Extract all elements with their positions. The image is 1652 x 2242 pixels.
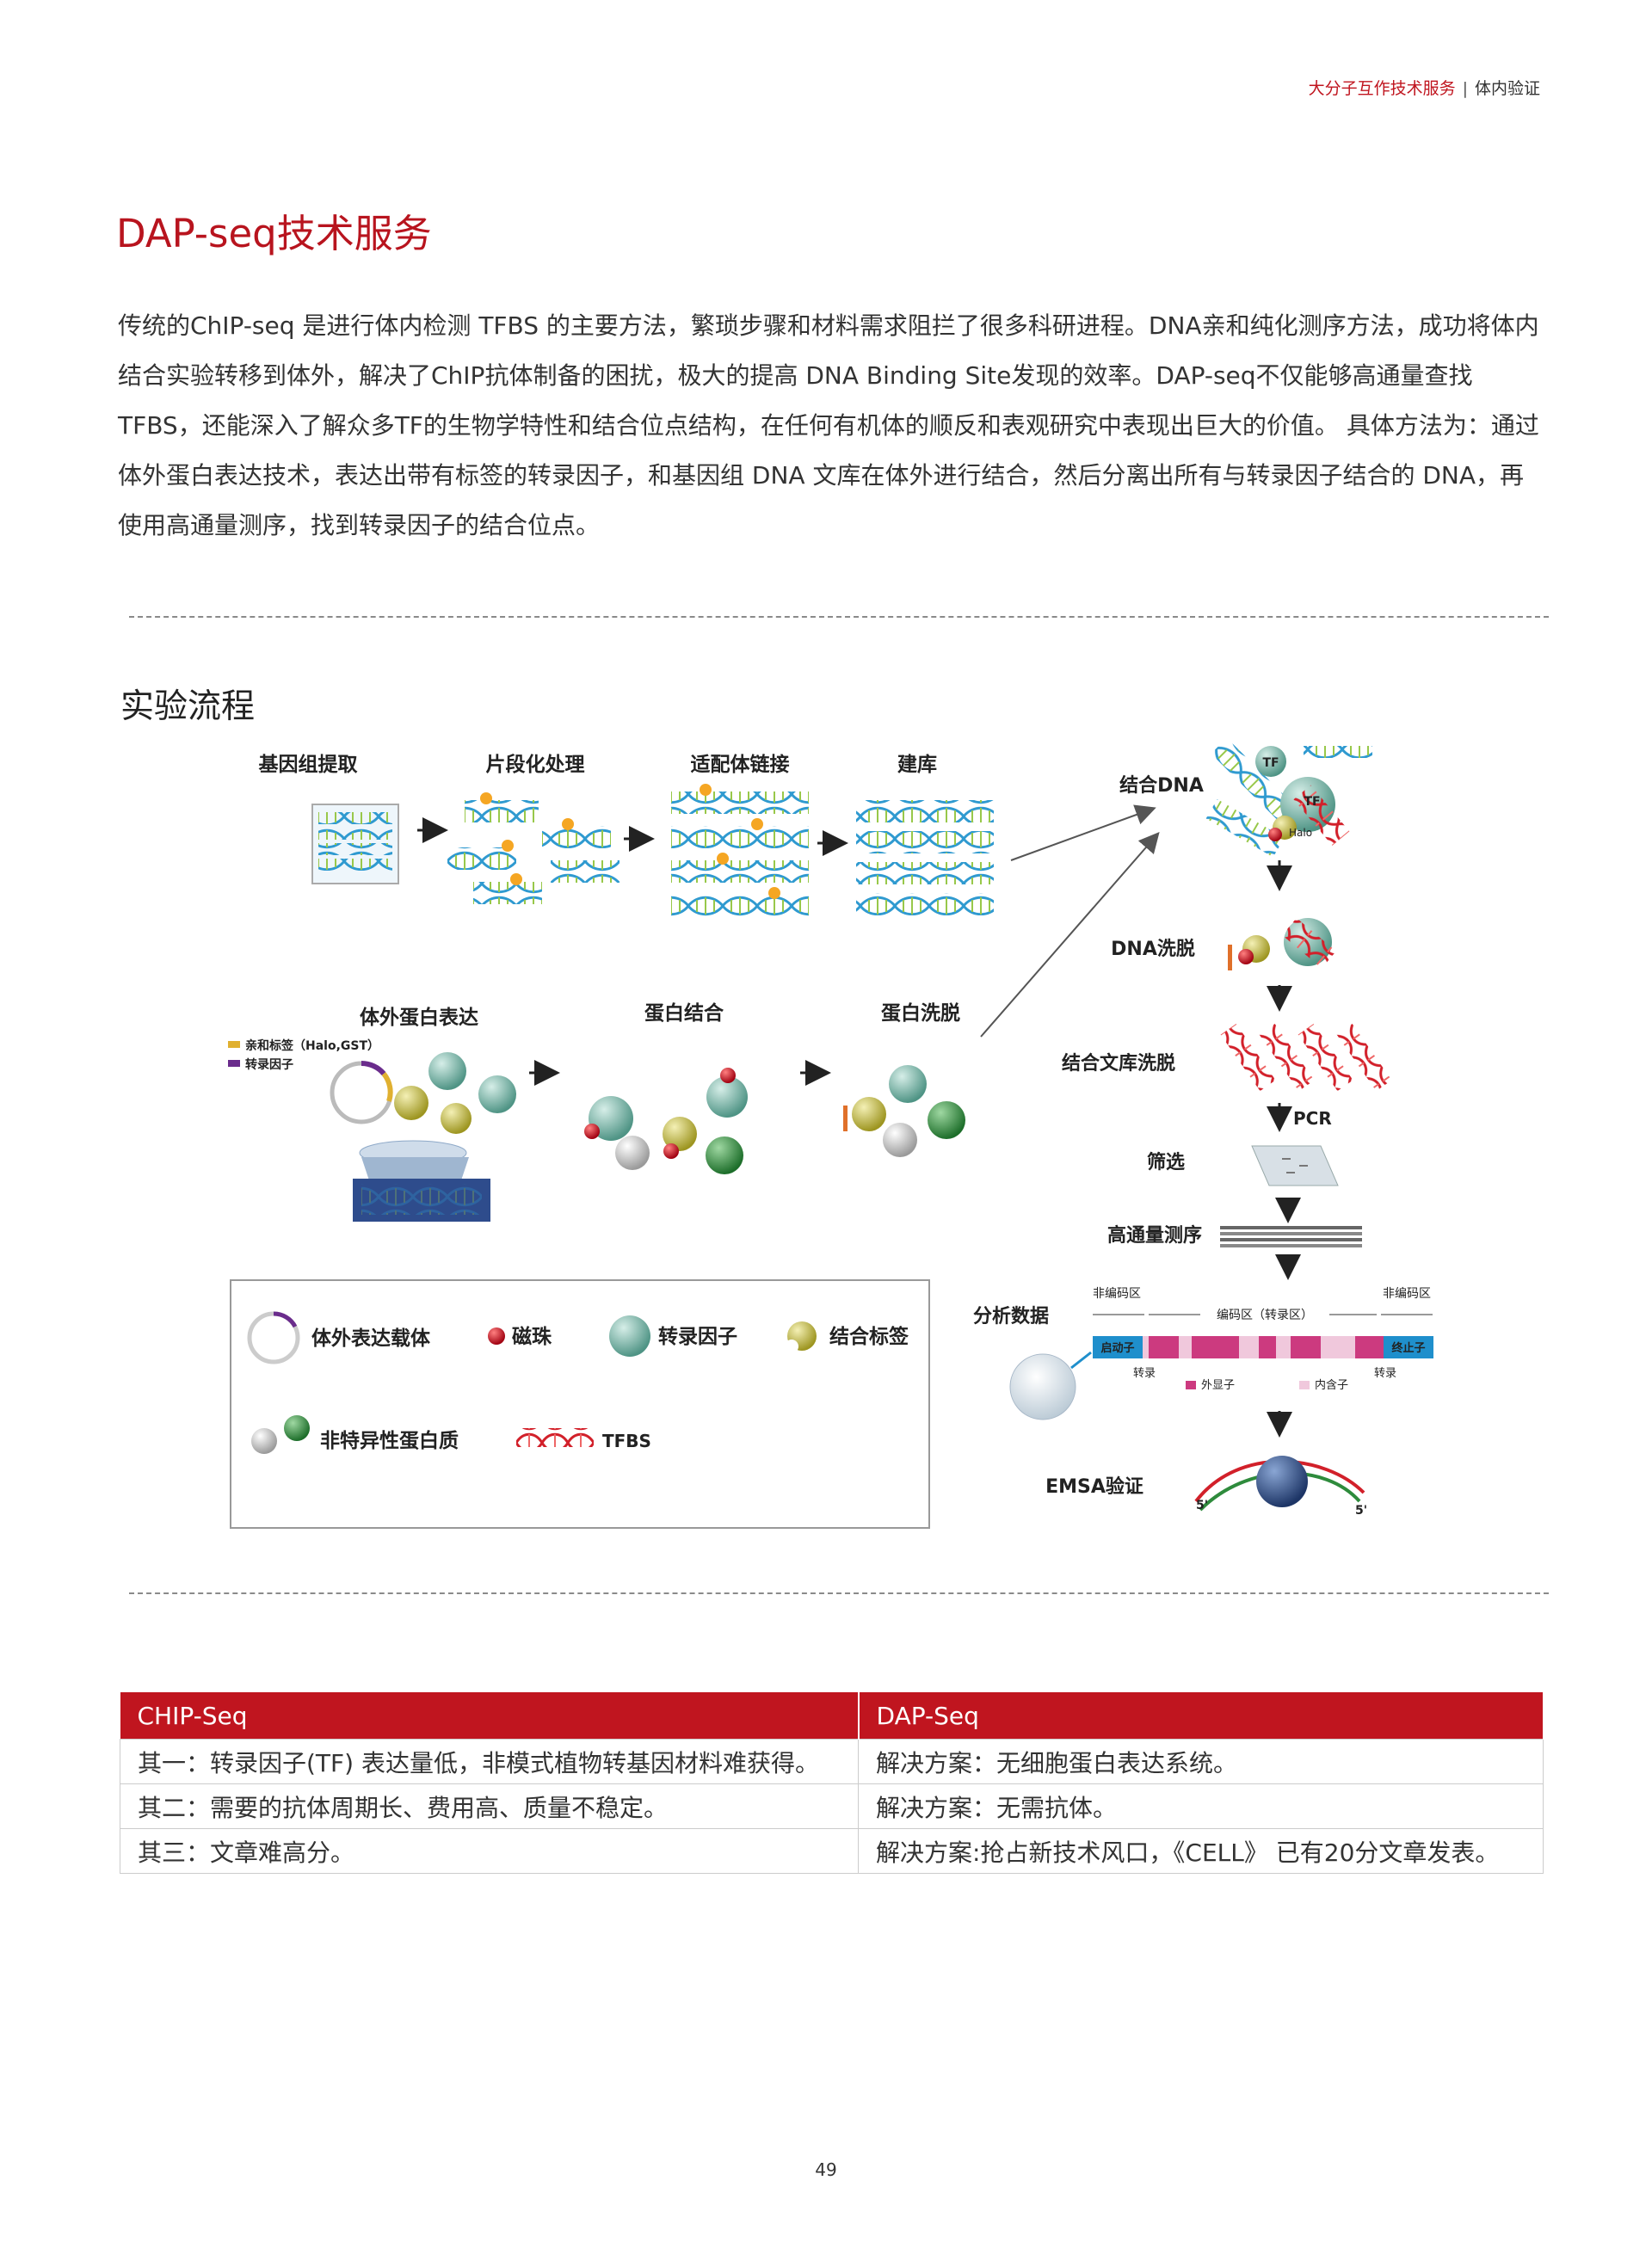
tfbs-icon <box>516 1428 594 1447</box>
step-label-emsa: EMSA验证 <box>1045 1475 1143 1498</box>
fragmented-dna-image <box>447 792 620 904</box>
flow-arrow-protein-to-binding <box>980 831 1160 1038</box>
step-label-analysis: 分析数据 <box>973 1305 1049 1327</box>
legend-bead: 磁珠 <box>512 1325 552 1348</box>
terminator-label: 终止子 <box>1391 1341 1425 1355</box>
running-header: 大分子互作技术服务 | 体内验证 <box>1309 76 1540 99</box>
table-header-dapseq: DAP-Seq <box>858 1692 1544 1740</box>
step-label-protein-expression: 体外蛋白表达 <box>360 1006 478 1029</box>
library-image <box>856 800 994 915</box>
emsa-5prime-left: 5' <box>1196 1499 1208 1512</box>
bead-icon <box>488 1327 505 1345</box>
legend-nonspecific: 非特异性蛋白质 <box>320 1429 459 1452</box>
page-title: DAP-seq技术服务 <box>116 211 432 256</box>
table-header-row: CHIP-Seq DAP-Seq <box>120 1692 1544 1740</box>
tf-label-small: TF <box>1262 756 1279 770</box>
table-row: 其三：文章难高分。 解决方案:抢占新技术风口，《CELL》 已有20分文章发表。 <box>120 1828 1544 1874</box>
nonspecific-protein-icon <box>251 1428 277 1454</box>
exon-legend-label: 外显子 <box>1201 1379 1235 1392</box>
dna-elution-image <box>1228 918 1336 970</box>
protein-expression-image <box>330 1052 516 1222</box>
tf-swatch-label: 转录因子 <box>245 1057 293 1072</box>
table-cell: 解决方案：无需抗体。 <box>858 1783 1544 1829</box>
step-label-sequencing: 高通量测序 <box>1107 1224 1202 1247</box>
step-label-protein-binding: 蛋白结合 <box>644 1001 724 1025</box>
screening-image <box>1251 1145 1339 1186</box>
emsa-image: 5' 5' <box>1194 1456 1367 1518</box>
tf-icon <box>609 1315 650 1357</box>
table-cell: 其三：文章难高分。 <box>120 1828 859 1874</box>
step-label-dna-elution: DNA洗脱 <box>1111 939 1195 960</box>
dashed-divider-top <box>129 616 1549 618</box>
intron-legend-label: 内含子 <box>1315 1378 1348 1392</box>
step-label-protein-elution: 蛋白洗脱 <box>881 1001 960 1025</box>
noncoding-left-label: 非编码区 <box>1093 1287 1141 1301</box>
flow-arrow-library-to-binding <box>1010 804 1156 861</box>
intro-paragraph: 传统的ChIP-seq 是进行体内检测 TFBS 的主要方法，繁琐步骤和材料需求… <box>118 311 1539 539</box>
coding-region-label: 编码区（转录区） <box>1217 1309 1313 1322</box>
tf-swatch <box>228 1060 240 1067</box>
emsa-5prime-right: 5' <box>1355 1504 1367 1518</box>
legend-vector: 体外表达载体 <box>311 1327 431 1350</box>
tf-label-large: TF <box>1304 795 1320 809</box>
step-label-adapter: 适配体链接 <box>691 753 790 776</box>
adapter-ligation-image <box>671 784 809 917</box>
transcription-left-label: 转录 <box>1133 1367 1156 1380</box>
promoter-label: 启动子 <box>1100 1341 1134 1355</box>
protein-binding-image <box>584 1068 748 1174</box>
table-header-chipseq: CHIP-Seq <box>120 1692 860 1740</box>
dashed-divider-bottom <box>129 1592 1549 1594</box>
workflow-diagram: 基因组提取 片段化处理 适配体链接 建库 <box>228 737 1433 1529</box>
genome-extraction-image <box>311 804 399 884</box>
noncoding-right-label: 非编码区 <box>1383 1287 1431 1301</box>
affinity-tag-label: 亲和标签（Halo,GST） <box>245 1038 379 1053</box>
legend-tf: 转录因子 <box>658 1325 737 1348</box>
protein-elution-image <box>843 1065 965 1157</box>
legend-tfbs: TFBS <box>602 1431 651 1451</box>
header-divider: | <box>1462 79 1468 98</box>
library-elution-image <box>1220 1024 1392 1092</box>
step-label-genome: 基因组提取 <box>259 753 358 776</box>
step-label-screening: 筛选 <box>1147 1151 1185 1173</box>
comparison-table: CHIP-Seq DAP-Seq 其一：转录因子(TF) 表达量低，非模式植物转… <box>120 1692 1544 1874</box>
gene-model-diagram: 非编码区 非编码区 编码区（转录区） 启动子 终止子 转录 转录 外显子 内含子 <box>1009 1287 1433 1420</box>
transcription-right-label: 转录 <box>1374 1367 1396 1380</box>
table-cell: 解决方案：无细胞蛋白表达系统。 <box>858 1739 1544 1784</box>
table-cell: 解决方案:抢占新技术风口，《CELL》 已有20分文章发表。 <box>858 1828 1544 1874</box>
step-label-fragment: 片段化处理 <box>486 753 585 776</box>
page-number: 49 <box>815 2159 837 2180</box>
step-label-library-elution: 结合文库洗脱 <box>1062 1052 1175 1075</box>
affinity-tag-swatch <box>228 1041 240 1048</box>
step-label-bind-dna: 结合DNA <box>1119 774 1204 797</box>
header-subsection: 体内验证 <box>1474 79 1540 98</box>
halo-label: Halo <box>1289 827 1312 839</box>
sequencing-reads-image <box>1220 1226 1362 1247</box>
step-label-library: 建库 <box>897 754 937 776</box>
header-section: 大分子互作技术服务 <box>1308 79 1456 98</box>
table-row: 其一：转录因子(TF) 表达量低，非模式植物转基因材料难获得。 解决方案：无细胞… <box>120 1739 1544 1784</box>
dna-binding-image: TF TF Halo <box>1205 737 1372 858</box>
legend-tag: 结合标签 <box>829 1325 909 1348</box>
pcr-label: PCR <box>1293 1108 1332 1129</box>
table-cell: 其一：转录因子(TF) 表达量低，非模式植物转基因材料难获得。 <box>120 1739 859 1784</box>
workflow-title: 实验流程 <box>120 687 256 726</box>
table-cell: 其二：需要的抗体周期长、费用高、质量不稳定。 <box>120 1783 859 1829</box>
diagram-legend: 体外表达载体 磁珠 转录因子 结合标签 非特异性蛋白质 TFBS <box>230 1279 930 1529</box>
table-row: 其二：需要的抗体周期长、费用高、质量不稳定。 解决方案：无需抗体。 <box>120 1783 1544 1829</box>
